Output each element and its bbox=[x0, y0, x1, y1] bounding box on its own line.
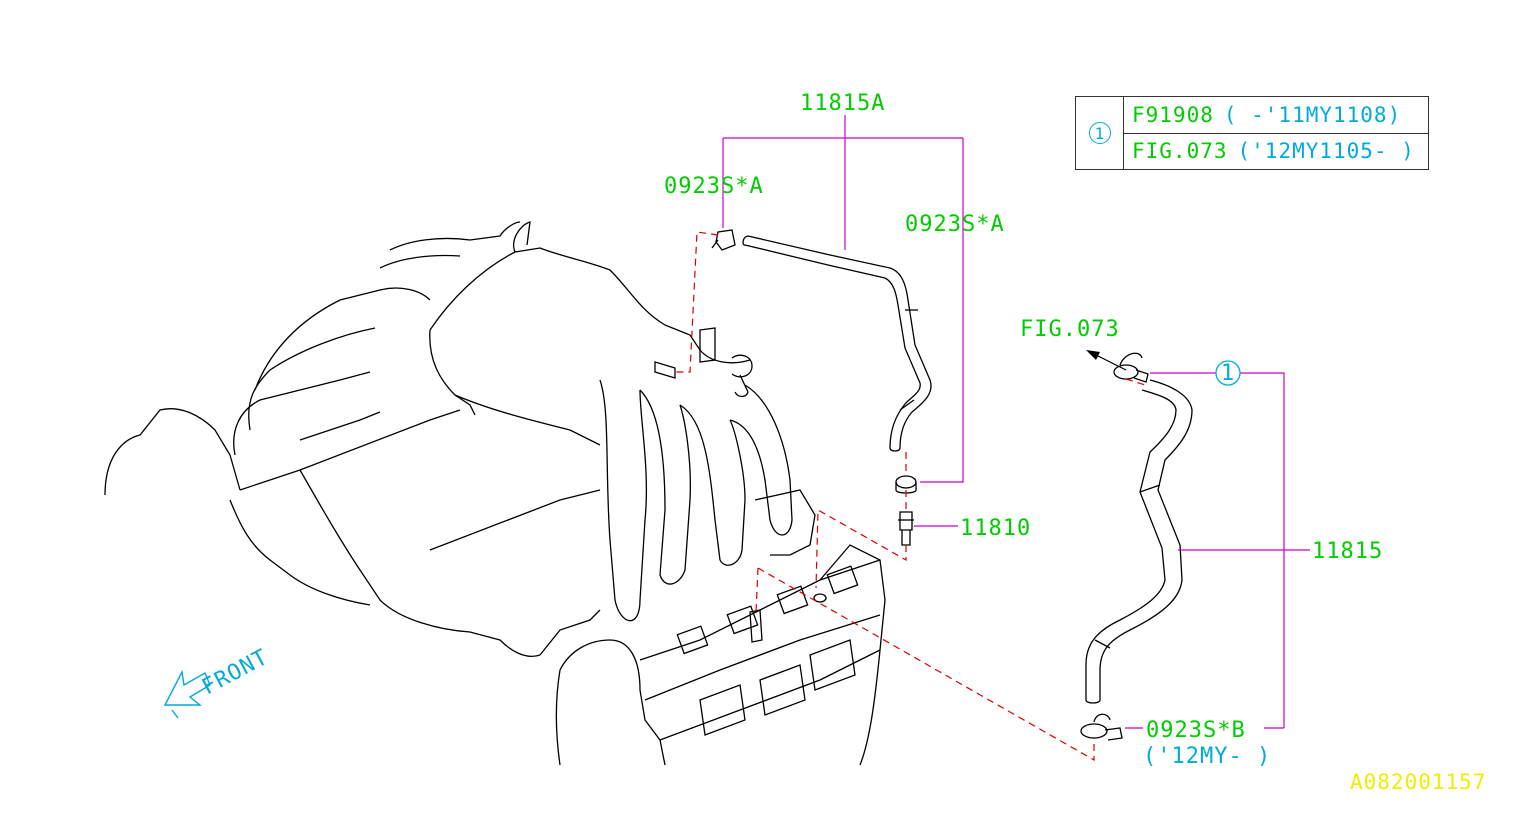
legend-row-code: F91908 bbox=[1132, 102, 1214, 127]
legend-rows: F91908 ( -'11MY1108) FIG.073 ('12MY1105-… bbox=[1124, 97, 1428, 169]
label-11815a: 11815A bbox=[800, 91, 885, 116]
hose-11815a bbox=[742, 235, 932, 452]
legend-row-period: ('12MY1105- ) bbox=[1237, 139, 1415, 164]
pcv-valve-11810-icon bbox=[898, 511, 914, 546]
routing-dashed-lines bbox=[676, 231, 1146, 762]
clamp-0923s-a-left-icon bbox=[711, 229, 736, 251]
label-fig073: FIG.073 bbox=[1020, 317, 1120, 342]
label-0923s-b: 0923S*B bbox=[1146, 718, 1246, 743]
legend-key-marker: 1 bbox=[1088, 122, 1111, 144]
label-0923s-a-left: 0923S*A bbox=[664, 174, 764, 199]
front-arrow-icon bbox=[163, 669, 211, 719]
label-0923s-b-period: ('12MY- ) bbox=[1143, 744, 1271, 769]
legend-row: FIG.073 ('12MY1105- ) bbox=[1124, 132, 1428, 170]
clamp-fig073-icon bbox=[1113, 352, 1149, 383]
diagram-id: A082001157 bbox=[1350, 770, 1486, 794]
fig-ref-arrow-icon bbox=[1086, 350, 1127, 371]
front-label: FRONT bbox=[198, 645, 273, 701]
label-0923s-a-right: 0923S*A bbox=[905, 212, 1005, 237]
legend-row-code: FIG.073 bbox=[1132, 139, 1228, 164]
reference-marker: 1 bbox=[1215, 360, 1241, 386]
leader-lines bbox=[722, 115, 1310, 729]
label-11810: 11810 bbox=[960, 516, 1031, 541]
legend-row-period: ( -'11MY1108) bbox=[1223, 102, 1402, 127]
engine-outline bbox=[104, 221, 886, 766]
hose-11815 bbox=[1085, 379, 1193, 704]
legend-row: F91908 ( -'11MY1108) bbox=[1124, 97, 1428, 133]
label-11815: 11815 bbox=[1312, 539, 1383, 564]
legend-table: 1 F91908 ( -'11MY1108) FIG.073 ('12MY110… bbox=[1075, 96, 1429, 170]
legend-key-cell: 1 bbox=[1076, 97, 1124, 169]
clamp-0923s-b-icon bbox=[1080, 713, 1123, 741]
reference-marker-number: 1 bbox=[1221, 361, 1235, 386]
